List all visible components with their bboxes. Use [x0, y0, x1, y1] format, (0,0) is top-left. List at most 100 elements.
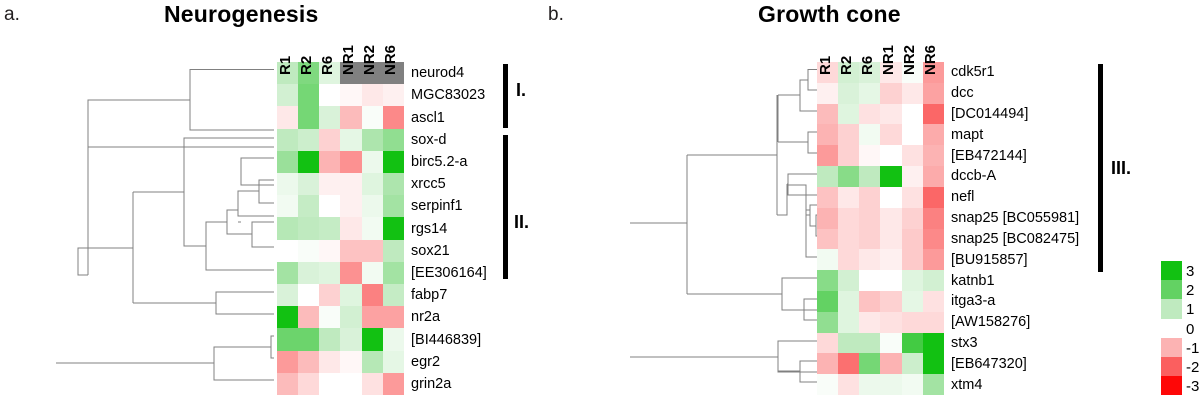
panel-title-growth-cone: Growth cone: [758, 1, 901, 27]
legend-swatch-neg3: [1161, 376, 1182, 396]
heatmap-cell: [880, 124, 902, 146]
heatmap-cell: [880, 353, 902, 375]
heatmap-cell: [319, 328, 341, 351]
heatmap-cell: [382, 284, 404, 307]
heatmap-cell: [340, 173, 362, 196]
heatmap-cell: [859, 249, 881, 271]
heatmap-cell: [817, 228, 839, 250]
heatmap-cell: [277, 106, 299, 129]
heatmap-cell: [277, 195, 299, 218]
heatmap-cell: [298, 150, 320, 173]
heatmap-cell: [859, 145, 881, 167]
heatmap-cell: [922, 166, 944, 187]
heatmap-cell: [922, 249, 944, 271]
heatmap-cell: [817, 207, 839, 229]
heatmap-cell: [901, 62, 923, 83]
column-header-r2: R2: [297, 55, 315, 75]
dendrogram-neurogenesis: [56, 68, 274, 381]
heatmap-cell: [859, 353, 881, 375]
heatmap-cell: [901, 124, 923, 146]
column-header-r6: R6: [318, 55, 336, 75]
group-label-III: III.: [1111, 158, 1132, 178]
row-label: [AW158276]: [951, 314, 1031, 331]
heatmap-cell: [880, 332, 902, 354]
heatmap-cell: [277, 239, 299, 262]
row-label: sox-d: [411, 131, 447, 148]
heatmap-cell: [838, 311, 860, 333]
row-label: [EE306164]: [411, 264, 487, 281]
legend-value-neg1: -1: [1186, 339, 1200, 357]
row-label: snap25 [BC082475]: [951, 230, 1080, 247]
heatmap-cell: [319, 128, 341, 151]
heatmap-cell: [298, 306, 320, 329]
heatmap-cell: [340, 261, 362, 284]
row-label: itga3-a: [951, 293, 996, 310]
heatmap-cell: [361, 350, 383, 373]
heatmap-cell: [901, 353, 923, 375]
heatmap-cell: [277, 261, 299, 284]
heatmap-cell: [319, 173, 341, 196]
heatmap-cell: [298, 239, 320, 262]
heatmap-cell: [319, 306, 341, 329]
heatmap-cell: [340, 306, 362, 329]
heatmap-cell: [817, 311, 839, 333]
heatmap-cell: [340, 328, 362, 351]
heatmap-cell: [361, 372, 383, 395]
heatmap-cell: [901, 311, 923, 333]
heatmap-cell: [382, 328, 404, 351]
row-label: [DC014494]: [951, 106, 1029, 123]
heatmap-cell: [859, 82, 881, 104]
heatmap-cell: [859, 270, 881, 291]
heatmap-cell: [340, 217, 362, 240]
heatmap-cell: [340, 84, 362, 107]
heatmap-cell: [340, 372, 362, 395]
heatmap-cell: [922, 353, 944, 375]
heatmap-cell: [382, 106, 404, 129]
heatmap-cell: [817, 270, 839, 291]
heatmap-cell: [817, 186, 839, 208]
heatmap-cell: [817, 353, 839, 375]
heatmap-cell: [340, 239, 362, 262]
heatmap-cell: [859, 290, 881, 312]
heatmap-cell: [298, 284, 320, 307]
heatmap-cell: [319, 284, 341, 307]
heatmap-cell: [859, 207, 881, 229]
heatmap-cell: [319, 195, 341, 218]
heatmap-cell: [901, 270, 923, 291]
row-label: cdk5r1: [951, 64, 995, 81]
heatmap-cell: [922, 124, 944, 146]
heatmap-cell: [901, 207, 923, 229]
heatmap-cell: [340, 62, 362, 85]
heatmap-cell: [901, 186, 923, 208]
heatmap-cell: [277, 328, 299, 351]
heatmap-cell: [901, 82, 923, 104]
heatmap-cell: [838, 145, 860, 167]
heatmap-cell: [277, 217, 299, 240]
group-bracket-I: [503, 64, 508, 128]
heatmap-cell: [922, 332, 944, 354]
heatmap-cell: [922, 270, 944, 291]
heatmap-cell: [838, 249, 860, 271]
heatmap-cell: [361, 195, 383, 218]
heatmap-cell: [880, 166, 902, 187]
heatmap-cell: [817, 249, 839, 271]
heatmap-cell: [817, 82, 839, 104]
heatmap-cell: [382, 217, 404, 240]
heatmap-cell: [880, 374, 902, 395]
heatmap-cell: [340, 150, 362, 173]
heatmap-cell: [361, 261, 383, 284]
heatmap-cell: [361, 306, 383, 329]
heatmap-cell: [277, 350, 299, 373]
heatmap-cell: [361, 217, 383, 240]
heatmap-cell: [277, 173, 299, 196]
heatmap-cell: [922, 290, 944, 312]
heatmap-cell: [838, 290, 860, 312]
heatmap-cell: [859, 311, 881, 333]
column-header-nr1: NR1: [880, 44, 898, 75]
column-header-r1: R1: [276, 55, 294, 75]
heatmap-cell: [922, 374, 944, 395]
row-label: katnb1: [951, 272, 995, 289]
heatmap-cell: [817, 62, 839, 83]
heatmap-cell: [298, 84, 320, 107]
heatmap-cell: [859, 103, 881, 125]
